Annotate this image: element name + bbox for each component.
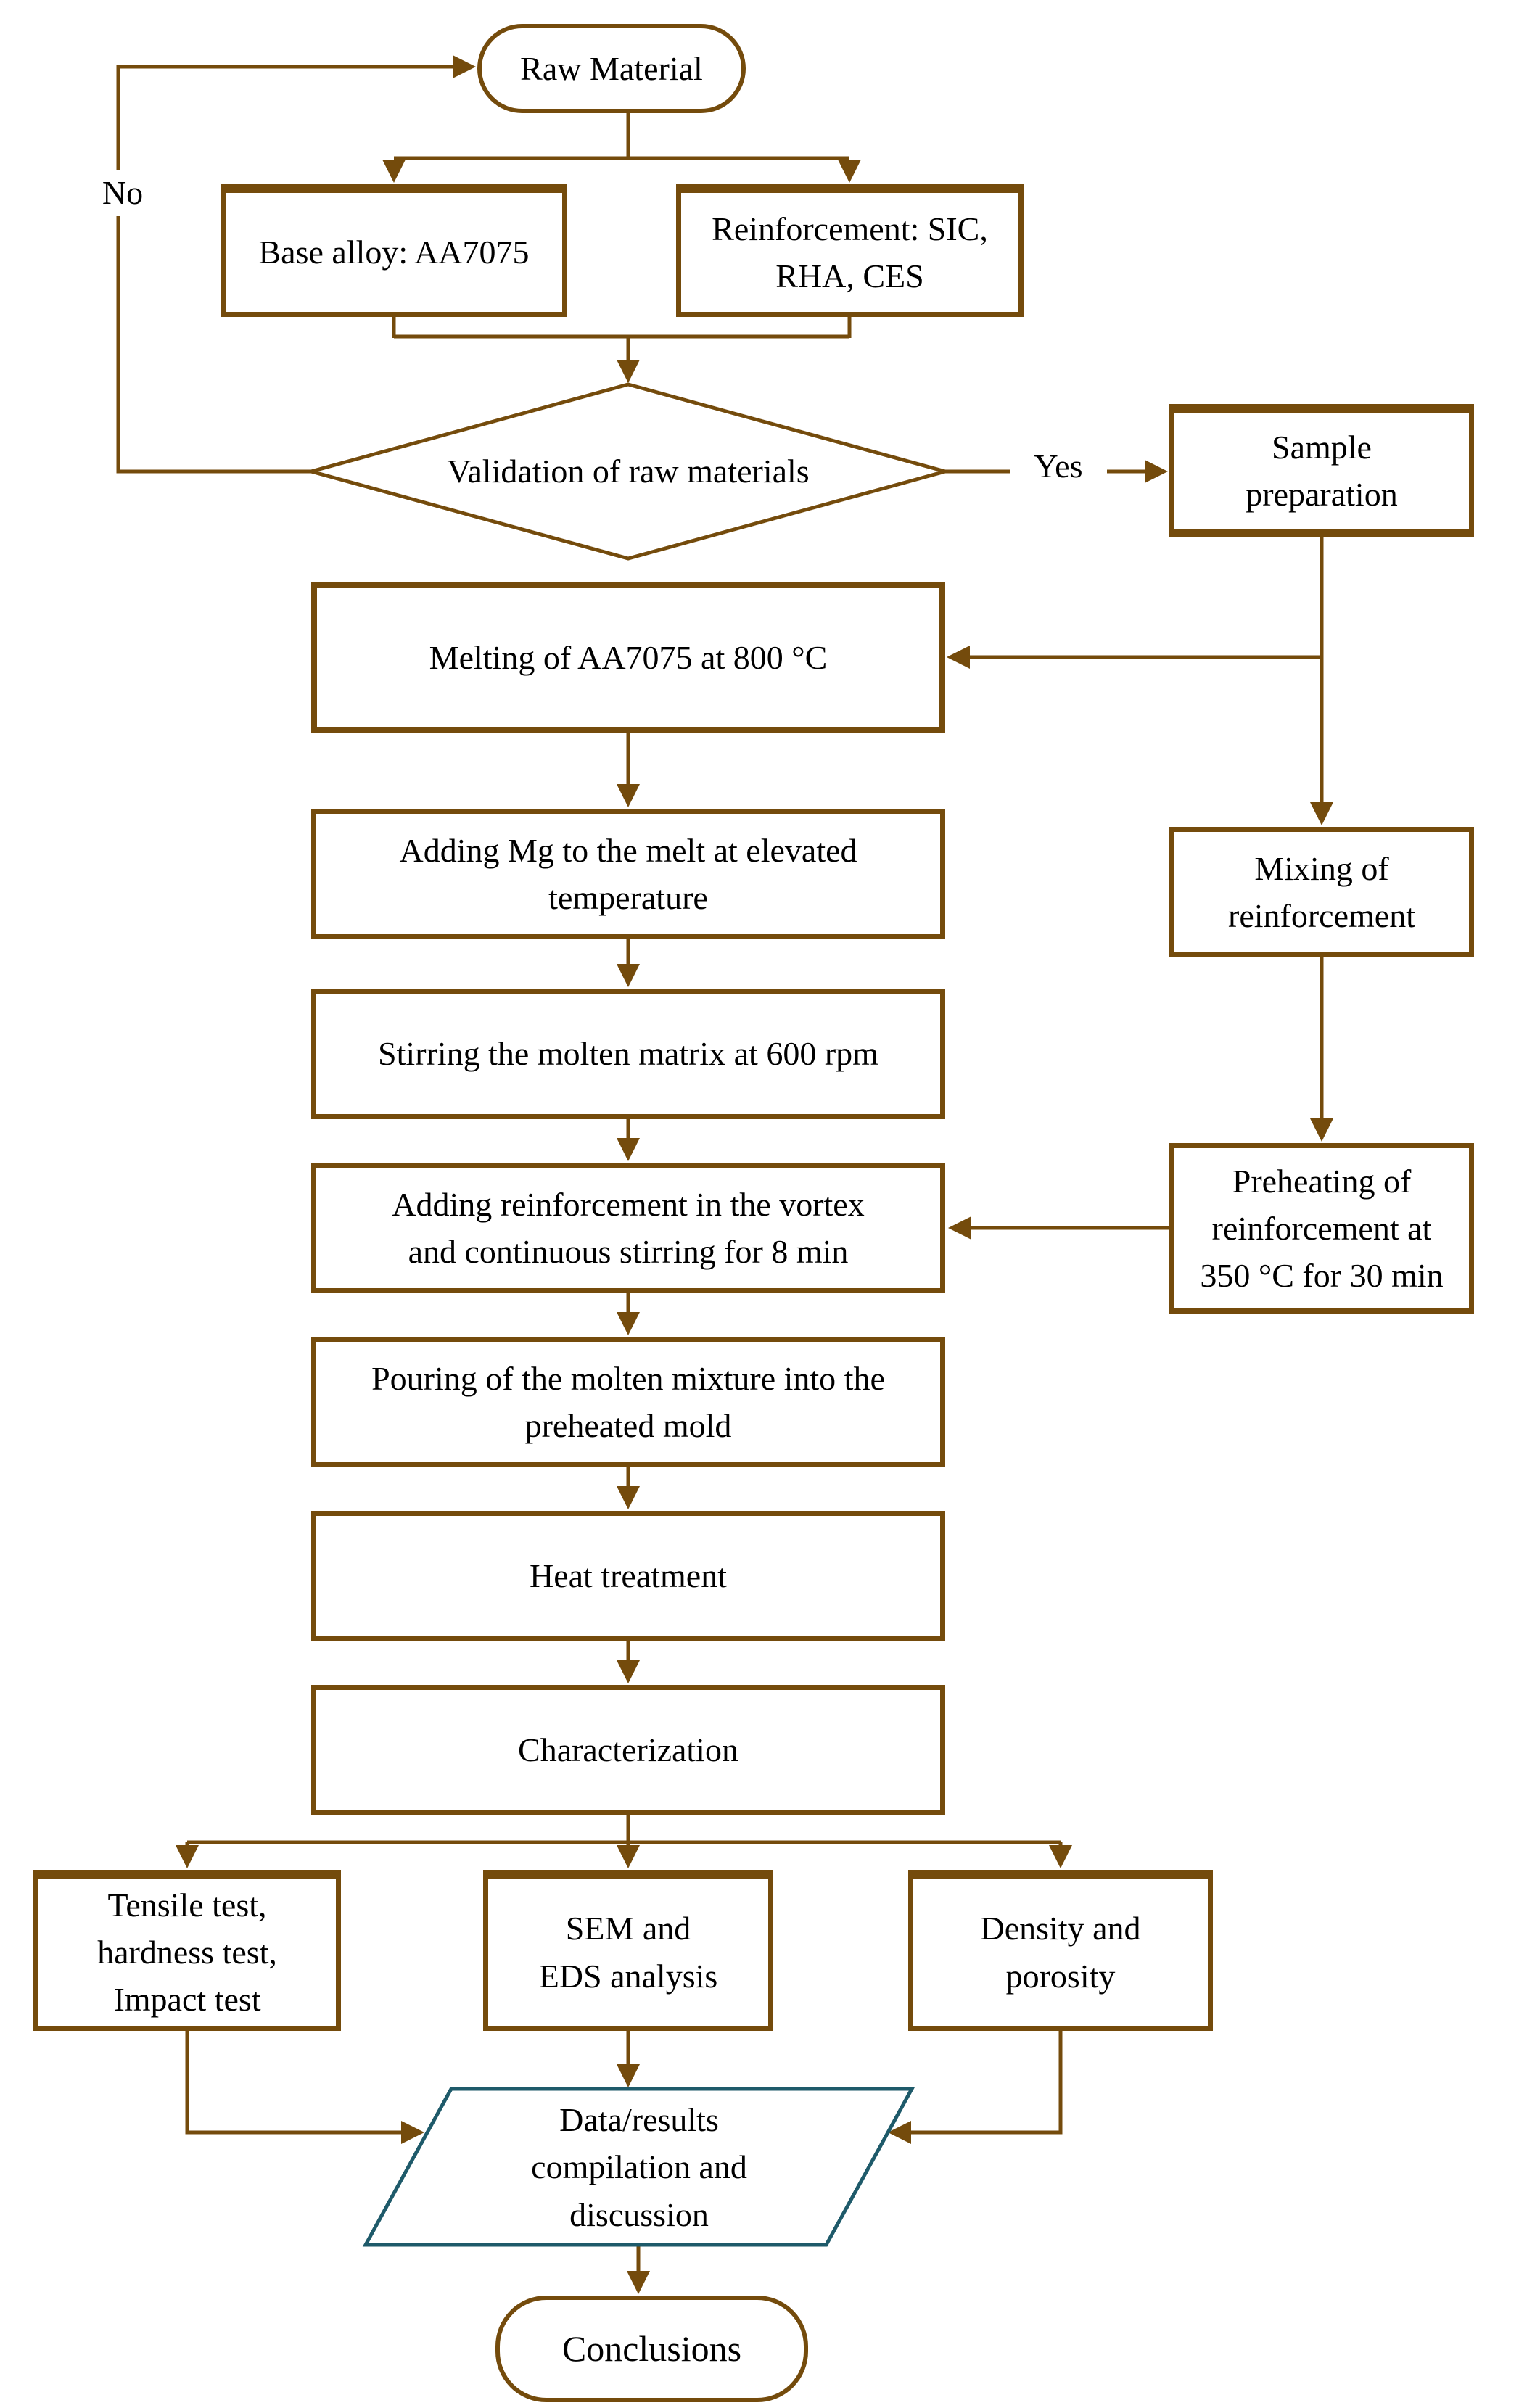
arrowhead-to-characterization	[617, 1660, 640, 1683]
node-mixing: Mixing of reinforcement	[1169, 827, 1474, 957]
arrowhead-yes-to-sample	[1145, 460, 1168, 483]
arrowhead-to-preheating	[1310, 1118, 1333, 1142]
node-preheating: Preheating of reinforcement at 350 °C fo…	[1169, 1143, 1474, 1314]
node-validation-label: Validation of raw materials	[447, 453, 810, 490]
edge-tensile-to-results	[185, 2031, 401, 2135]
arrowhead-to-reinforcement	[838, 160, 861, 183]
node-reinforcement: Reinforcement: SIC, RHA, CES	[676, 184, 1024, 317]
arrowhead-tensile-to-results	[401, 2121, 424, 2144]
arrowhead-to-adding-reinf	[617, 1138, 640, 1161]
node-raw-material: Raw Material	[477, 24, 746, 113]
validation-diamond	[304, 382, 952, 561]
arrowhead-to-adding-mg	[617, 784, 640, 807]
node-tensile-tests: Tensile test, hardness test, Impact test	[33, 1870, 341, 2031]
node-adding-mg: Adding Mg to the melt at elevated temper…	[311, 809, 945, 939]
arrowhead-to-mixing	[1310, 802, 1333, 825]
node-adding-reinforcement: Adding reinforcement in the vortex and c…	[311, 1163, 945, 1293]
node-sample-preparation: Sample preparation	[1169, 404, 1474, 537]
arrowhead-to-pouring	[617, 1312, 640, 1335]
arrowhead-to-heat	[617, 1486, 640, 1509]
node-sem-eds: SEM and EDS analysis	[483, 1870, 773, 2031]
arrowhead-to-base-alloy	[382, 160, 406, 183]
arrowhead-no-to-raw	[453, 55, 476, 78]
node-data-results-label: Data/results compilation and discussion	[531, 2101, 747, 2233]
node-base-alloy: Base alloy: AA7075	[221, 184, 567, 317]
node-characterization: Characterization	[311, 1685, 945, 1815]
node-pouring: Pouring of the molten mixture into the p…	[311, 1337, 945, 1467]
results-parallelogram	[362, 2087, 915, 2247]
node-conclusions: Conclusions	[495, 2296, 808, 2402]
node-melting: Melting of AA7075 at 800 °C	[311, 582, 945, 733]
arrowhead-density-to-results	[888, 2121, 911, 2144]
edge-label-yes: Yes	[1010, 442, 1107, 490]
arrowhead-sem-to-results	[617, 2064, 640, 2087]
edge-no-loop	[116, 65, 453, 474]
edge-density-to-results	[911, 2031, 1063, 2135]
node-density-porosity: Density and porosity	[908, 1870, 1213, 2031]
arrowhead-to-validation	[617, 360, 640, 383]
node-heat-treatment: Heat treatment	[311, 1511, 945, 1641]
arrowhead-to-tensile	[176, 1845, 199, 1868]
node-stirring: Stirring the molten matrix at 600 rpm	[311, 989, 945, 1119]
arrowhead-to-density	[1049, 1845, 1072, 1868]
arrowhead-to-conclusions	[627, 2271, 650, 2294]
edge-label-no: No	[75, 170, 170, 216]
arrowhead-to-stirring	[617, 964, 640, 987]
arrowhead-preheat-to-adding	[948, 1216, 971, 1240]
arrowhead-to-melting	[947, 646, 970, 669]
arrowhead-to-sem	[617, 1845, 640, 1868]
